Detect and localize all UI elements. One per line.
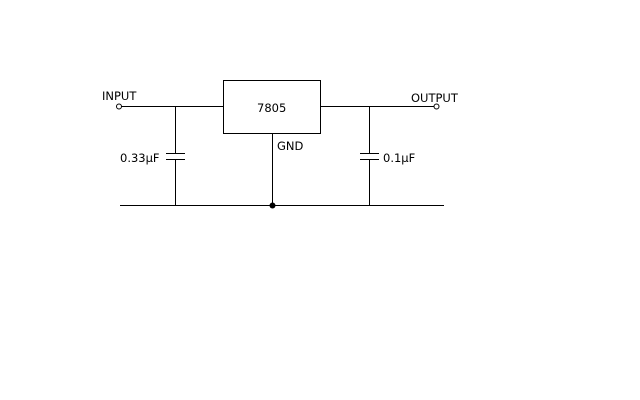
output-cap-label: 0.1µF bbox=[383, 151, 415, 165]
ground-junction-dot bbox=[269, 202, 276, 209]
ground-label: GND bbox=[277, 139, 304, 153]
input-terminal bbox=[116, 103, 122, 110]
regulator-label: 7805 bbox=[257, 101, 286, 115]
input-label: INPUT bbox=[102, 89, 137, 103]
output-terminal bbox=[433, 103, 440, 110]
output-label: OUTPUT bbox=[411, 91, 459, 105]
input-cap-label: 0.33µF bbox=[120, 151, 160, 165]
